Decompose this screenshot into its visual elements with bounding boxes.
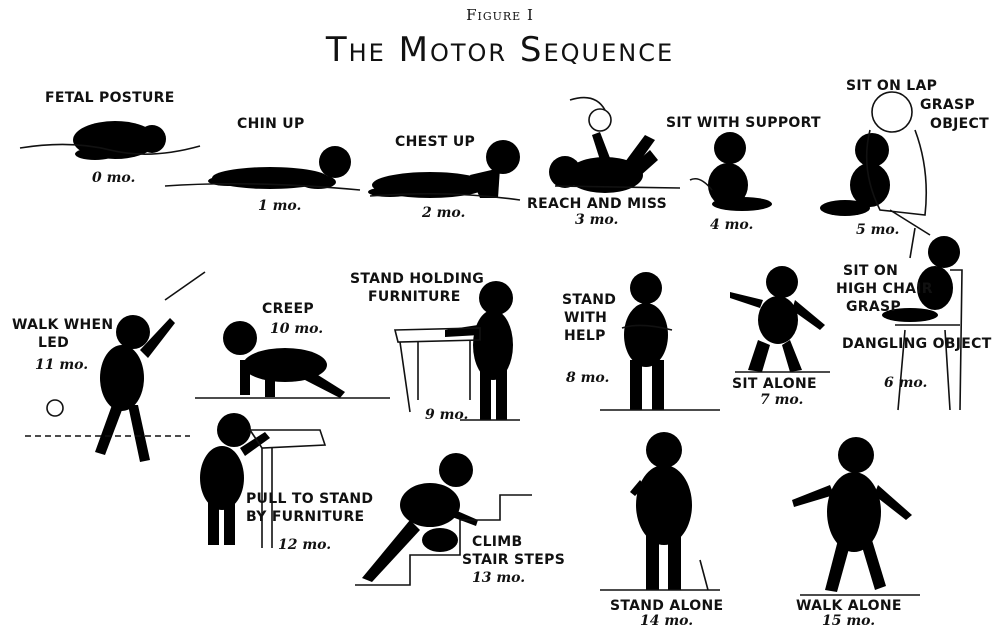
stage-age-walk-alone: 15 mo. [822, 613, 876, 629]
stage-label-stand-with-help-line2: WITH [564, 310, 608, 326]
stage-label-sit-on-lap-line1: SIT ON LAP [846, 78, 938, 94]
stage-age-stand-alone: 14 mo. [640, 613, 694, 629]
stage-label-creep: CREEP [262, 301, 314, 317]
stage-label-high-chair-line3: GRASP [846, 299, 901, 315]
stage-age-pull-to-stand: 12 mo. [278, 537, 332, 553]
floor-line-0mo [19, 143, 201, 155]
stage-label-walk-alone: WALK ALONE [796, 598, 902, 614]
stage-label-climb-line1: CLIMB [472, 534, 523, 550]
floor-line-2mo [369, 192, 521, 201]
stage-age-chest-up: 2 mo. [422, 205, 466, 221]
silhouette-climb-stair-steps [362, 453, 478, 582]
silhouette-walk-when-led [95, 315, 175, 462]
silhouette-chin-up [208, 146, 351, 189]
silhouette-reach-and-miss [549, 132, 658, 193]
stage-label-stand-holding-line1: STAND HOLDING [350, 271, 485, 287]
stage-label-stand-holding-line2: FURNITURE [368, 289, 461, 305]
stage-age-reach-and-miss: 3 mo. [575, 212, 619, 228]
stage-age-climb: 13 mo. [472, 570, 526, 586]
stage-label-high-chair-line2: HIGH CHAIR [836, 281, 933, 297]
silhouette-sit-on-high-chair [882, 236, 960, 322]
furniture-legs-12mo [261, 448, 273, 548]
toy-11mo [46, 399, 64, 417]
helper-arm-11mo [164, 271, 206, 301]
floor-line-14mo [600, 559, 720, 591]
ball-3mo [588, 108, 612, 132]
stage-label-pull-to-stand-line2: BY FURNITURE [246, 509, 365, 525]
stage-age-sit-on-lap: 5 mo. [856, 222, 900, 238]
stage-label-high-chair-line4: DANGLING OBJECT [842, 336, 992, 352]
silhouette-sit-with-support [708, 132, 772, 211]
helper-hand-4mo [689, 177, 713, 191]
table-top [393, 327, 481, 343]
stage-label-stand-with-help-line3: HELP [564, 328, 606, 344]
stage-age-creep: 10 mo. [270, 321, 324, 337]
stage-label-pull-to-stand-line1: PULL TO STAND [246, 491, 374, 507]
stage-age-fetal-posture: 0 mo. [92, 170, 136, 186]
stage-label-sit-on-lap-line3: OBJECT [930, 116, 989, 132]
mother-body-5mo [865, 129, 928, 216]
silhouette-creep [223, 321, 345, 398]
high-chair-back [950, 269, 963, 411]
stage-label-chest-up: CHEST UP [395, 134, 476, 150]
floor-line-3mo [554, 185, 681, 189]
table-legs [399, 340, 471, 413]
stage-age-sit-alone: 7 mo. [760, 392, 804, 408]
high-chair-legs [897, 329, 951, 411]
stage-label-climb-line2: STAIR STEPS [462, 552, 566, 568]
stage-label-sit-on-lap-line2: GRASP [920, 97, 975, 113]
silhouette-walk-alone [792, 437, 912, 592]
diagram-title: The Motor Sequence [325, 30, 675, 70]
silhouette-sit-alone [730, 266, 825, 372]
stage-label-walk-when-led-line2: LED [38, 335, 70, 351]
helper-hand-3mo [569, 96, 606, 111]
stage-label-fetal-posture: FETAL POSTURE [45, 90, 175, 106]
stage-label-stand-alone: STAND ALONE [610, 598, 724, 614]
silhouette-stand-alone [630, 432, 692, 590]
stage-age-stand-holding: 9 mo. [425, 407, 469, 423]
floor-line-1mo [164, 182, 361, 191]
silhouette-stand-with-help [624, 272, 668, 410]
stage-label-sit-with-support: SIT WITH SUPPORT [666, 115, 821, 131]
figure-label: Figure I [466, 6, 534, 24]
furniture-top-12mo [248, 429, 327, 449]
stair-steps [355, 494, 532, 586]
stage-age-high-chair: 6 mo. [884, 375, 928, 391]
stage-label-walk-when-led-line1: WALK WHEN [12, 317, 114, 333]
silhouette-stand-holding-furniture [445, 281, 513, 420]
stage-label-high-chair-line1: SIT ON [843, 263, 899, 279]
stage-label-stand-with-help-line1: STAND [562, 292, 617, 308]
stage-age-sit-with-support: 4 mo. [710, 217, 754, 233]
silhouette-fetal-posture [73, 121, 166, 160]
dangling-string-6mo [909, 227, 916, 259]
mother-head-5mo [871, 91, 913, 133]
stage-age-walk-when-led: 11 mo. [35, 357, 89, 373]
silhouette-pull-to-stand [200, 413, 270, 545]
mother-arm-5mo [889, 209, 931, 236]
helper-hands-8mo [600, 324, 720, 411]
stage-age-stand-with-help: 8 mo. [566, 370, 610, 386]
stage-label-sit-alone: SIT ALONE [732, 376, 817, 392]
stage-label-chin-up: CHIN UP [237, 116, 305, 132]
silhouette-sit-on-lap [820, 133, 890, 216]
stage-label-reach-and-miss: REACH AND MISS [527, 196, 667, 212]
stage-age-chin-up: 1 mo. [258, 198, 302, 214]
